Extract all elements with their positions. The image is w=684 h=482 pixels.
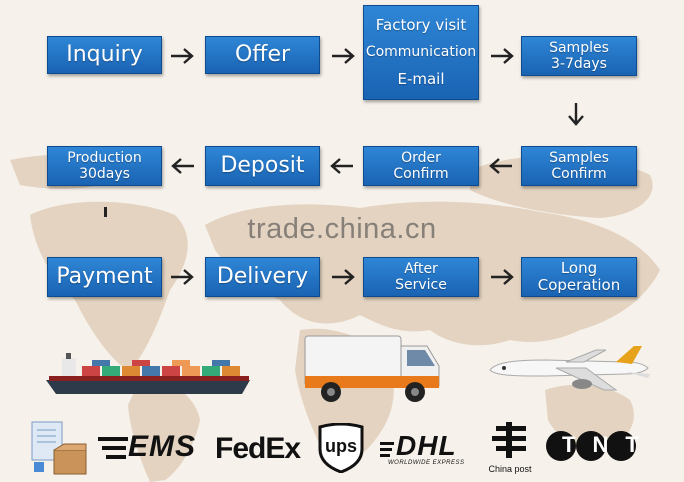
step-inquiry-label: Inquiry xyxy=(66,42,143,68)
step-offer: Offer xyxy=(205,36,320,74)
china-post-logo: China post xyxy=(486,420,534,480)
step-inquiry: Inquiry xyxy=(47,36,162,74)
step-after-label-1: After xyxy=(404,260,438,277)
arrow-down-icon xyxy=(568,103,584,126)
step-long-label-2: Coperation xyxy=(537,276,621,294)
step-factory-label-3: E-mail xyxy=(397,69,445,88)
tnt-logo-text: TNT xyxy=(562,432,656,457)
step-samples: Samples 3-7days xyxy=(521,36,637,76)
dhl-logo-text: DHL xyxy=(396,430,457,461)
tnt-logo: TNT xyxy=(545,428,656,464)
step-after-label-2: Service xyxy=(395,277,447,293)
step-payment: Payment xyxy=(47,257,162,297)
arrow-right-icon xyxy=(332,269,355,285)
step-samples-label-1: Samples xyxy=(549,39,609,56)
dhl-logo-tagline: WORLDWIDE EXPRESS xyxy=(388,460,465,466)
delivery-truck-icon xyxy=(304,335,440,402)
step-long-cooperation: Long Coperation xyxy=(521,257,637,297)
step-offer-label: Offer xyxy=(234,42,291,68)
china-post-logo-text: China post xyxy=(488,464,532,474)
step-production: Production 30days xyxy=(47,146,162,186)
arrow-left-icon xyxy=(489,158,512,174)
step-samples-confirm-label-1: Samples xyxy=(549,149,609,166)
airplane-icon xyxy=(489,346,650,391)
ups-logo: ups xyxy=(318,423,364,473)
arrow-right-icon xyxy=(332,48,355,64)
step-order-confirm: Order Confirm xyxy=(363,146,479,186)
step-samples-confirm-label-2: Confirm xyxy=(551,166,607,182)
step-samples-label-2: 3-7days xyxy=(551,56,607,72)
fedex-logo: FedEx xyxy=(215,432,301,466)
arrow-right-icon xyxy=(491,269,514,285)
step-deposit-label: Deposit xyxy=(220,153,305,179)
cargo-ship-icon xyxy=(46,353,250,394)
fedex-logo-fed: Fed xyxy=(215,432,266,465)
fedex-logo-ex: Ex xyxy=(265,432,301,465)
arrow-right-icon xyxy=(171,48,194,64)
ems-logo-text: EMS xyxy=(128,430,197,463)
arrow-left-icon xyxy=(330,158,353,174)
step-factory-visit: Factory visit Communication E-mail xyxy=(363,5,479,100)
watermark: trade.china.cn xyxy=(247,213,437,245)
step-delivery-label: Delivery xyxy=(216,264,309,290)
arrow-right-icon xyxy=(491,48,514,64)
step-factory-label-1: Factory visit xyxy=(375,16,467,35)
step-order-label-1: Order xyxy=(401,149,441,166)
step-long-label-1: Long xyxy=(560,258,598,277)
step-order-label-2: Confirm xyxy=(393,166,449,182)
step-delivery: Delivery xyxy=(205,257,320,297)
step-production-label-1: Production xyxy=(67,149,142,166)
step-factory-label-2: Communication xyxy=(365,44,477,61)
arrow-left-icon xyxy=(171,158,194,174)
dhl-logo: DHL WORLDWIDE EXPRESS xyxy=(380,430,476,470)
documents-box-icon xyxy=(31,421,87,475)
tick-mark xyxy=(104,207,107,217)
ups-logo-text: ups xyxy=(324,436,357,456)
step-payment-label: Payment xyxy=(56,264,153,290)
arrow-right-icon xyxy=(171,269,194,285)
step-after-service: After Service xyxy=(363,257,479,297)
ems-logo: EMS xyxy=(98,428,198,470)
step-production-label-2: 30days xyxy=(79,166,130,182)
step-samples-confirm: Samples Confirm xyxy=(521,146,637,186)
step-deposit: Deposit xyxy=(205,146,320,186)
